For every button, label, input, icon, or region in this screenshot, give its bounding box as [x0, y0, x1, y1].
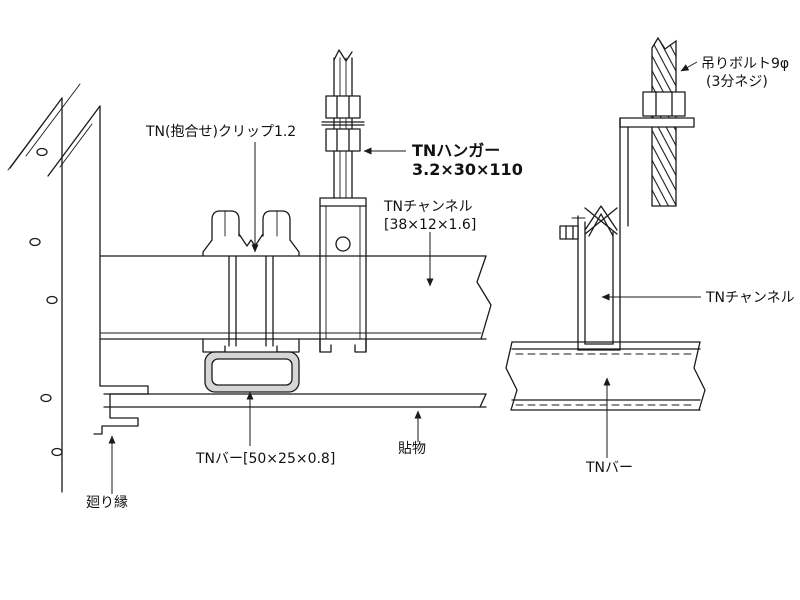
spring-clip — [584, 205, 618, 231]
label-bar-spec: TNバー[50×25×0.8] — [195, 451, 335, 467]
label-board: 貼物 — [398, 441, 426, 457]
wall-hole — [29, 237, 41, 247]
label-bolt-name: 吊りボルト9φ — [701, 56, 789, 72]
label-bolt-thread: (3分ネジ) — [706, 74, 768, 90]
wall-break-line — [47, 105, 101, 177]
tn-bar-side — [505, 341, 706, 411]
label-hanger-size: 3.2×30×110 — [412, 160, 523, 179]
hanger-bracket — [619, 117, 695, 233]
tn-channel-end — [559, 205, 621, 351]
tn-channel-side — [99, 255, 492, 340]
leader-bolt — [680, 61, 698, 72]
rod-break-line — [333, 49, 353, 62]
hanger-bolt — [321, 49, 365, 199]
tn-clip — [202, 210, 300, 353]
ceiling-molding — [93, 385, 149, 435]
bar-break-line — [505, 341, 518, 411]
wall-hole — [46, 295, 58, 305]
hex-nuts — [321, 95, 365, 152]
wall-hole — [36, 147, 48, 157]
wall-hole — [51, 447, 63, 457]
label-channel-name: TNチャンネル — [383, 199, 473, 215]
hanger-hole — [335, 236, 351, 252]
label-clip: TN(抱合せ)クリップ1.2 — [145, 124, 296, 140]
label-channel-right: TNチャンネル — [705, 290, 795, 306]
channel-break-line — [476, 255, 492, 340]
leader-lines — [108, 61, 701, 494]
label-bar: TNバー — [585, 460, 633, 476]
label-channel-size: [38×12×1.6] — [384, 217, 476, 233]
bar-break-line — [693, 341, 706, 411]
wall-hole — [40, 393, 52, 403]
clip-nut — [559, 225, 579, 240]
labels: TN(抱合せ)クリップ1.2 TNハンガー 3.2×30×110 TNチャンネル… — [86, 56, 795, 511]
tn-hanger — [319, 197, 367, 353]
board — [103, 393, 487, 408]
tn-bar-section — [204, 351, 300, 393]
label-hanger-name: TNハンガー — [412, 141, 500, 160]
hex-nut — [642, 91, 686, 117]
label-molding: 廻り縁 — [86, 495, 128, 511]
wall-section — [7, 83, 101, 493]
